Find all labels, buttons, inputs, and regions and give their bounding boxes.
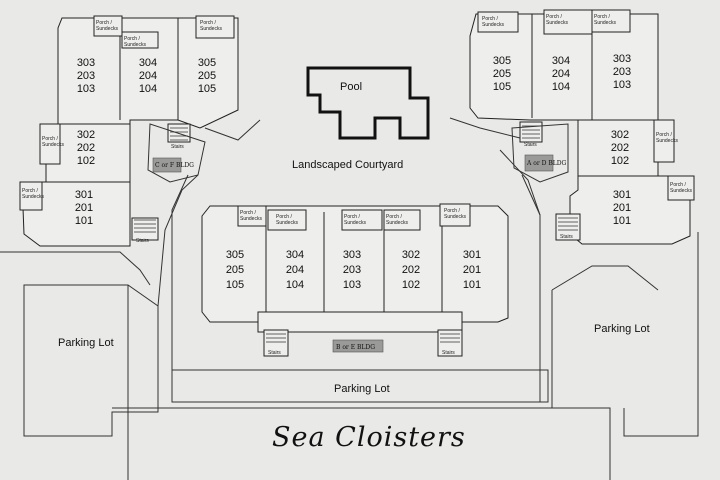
svg-text:Porch /Sundecks: Porch /Sundecks (22, 188, 44, 200)
courtyard-label: Landscaped Courtyard (292, 159, 403, 171)
stairs-left-1 (170, 127, 188, 141)
stairs-right-2 (558, 217, 578, 231)
svg-text:Stairs: Stairs (442, 350, 455, 356)
svg-text:Porch /Sundecks: Porch /Sundecks (386, 214, 408, 226)
svg-text:Porch /Sundecks: Porch /Sundecks (96, 20, 118, 32)
parking-lot-right-label: Parking Lot (594, 323, 650, 335)
pool-label: Pool (340, 81, 362, 93)
svg-text:Porch /Sundecks: Porch /Sundecks (656, 132, 678, 144)
pool-outline (306, 66, 430, 140)
svg-text:Porch /Sundecks: Porch /Sundecks (200, 20, 222, 32)
svg-text:Porch /Sundecks: Porch /Sundecks (670, 182, 692, 194)
building-tag-right: A or D BLDG (526, 160, 567, 167)
svg-text:Stairs: Stairs (524, 142, 537, 148)
svg-text:Porch /Sundecks: Porch /Sundecks (546, 14, 568, 26)
stairs-labels: Stairs Stairs Stairs Stairs Stairs Stair… (136, 142, 573, 356)
svg-text:Porch /Sundecks: Porch /Sundecks (444, 208, 466, 220)
stairs-right-1 (522, 125, 540, 139)
svg-text:Porch /Sundecks: Porch /Sundecks (594, 14, 616, 26)
svg-text:Porch /Sundecks: Porch /Sundecks (344, 214, 366, 226)
stairs-center-1 (266, 333, 286, 343)
svg-text:Porch /Sundecks: Porch /Sundecks (276, 214, 298, 226)
building-tag-left: C or F BLDG (155, 162, 194, 169)
svg-text:Stairs: Stairs (171, 144, 184, 150)
porch-labels: Porch /Sundecks Porch /Sundecks Porch /S… (22, 14, 692, 226)
svg-text:Porch /Sundecks: Porch /Sundecks (240, 210, 262, 222)
stairs-center-2 (440, 333, 460, 343)
stairs-left-2 (134, 219, 156, 233)
parking-lot-center-label: Parking Lot (334, 383, 390, 395)
map-title: Sea Cloisters (272, 422, 466, 453)
parking-lot-left-label: Parking Lot (58, 337, 114, 349)
svg-text:Porch /Sundecks: Porch /Sundecks (42, 136, 64, 148)
svg-text:Porch /Sundecks: Porch /Sundecks (482, 16, 504, 28)
svg-text:Porch /Sundecks: Porch /Sundecks (124, 36, 146, 48)
building-c-or-f (19, 15, 239, 247)
svg-text:Stairs: Stairs (560, 234, 573, 240)
building-a-or-d (469, 9, 695, 245)
building-tag-center: B or E BLDG (336, 344, 375, 351)
svg-text:Stairs: Stairs (268, 350, 281, 356)
svg-text:Stairs: Stairs (136, 238, 149, 244)
